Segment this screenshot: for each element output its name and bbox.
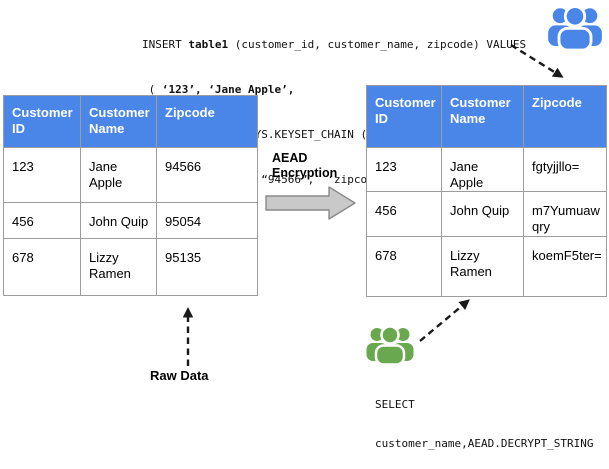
table-row: 456 John Quip 95054	[3, 202, 258, 239]
table-cell: 123	[366, 147, 442, 192]
table-cell: Lizzy Ramen	[80, 238, 157, 296]
table-row: 456 John Quip m7Yumuaw qry	[366, 191, 607, 237]
table-header-row: Customer ID Customer Name Zipcode	[366, 85, 607, 148]
code-line: customer_name,AEAD.DECRYPT_STRING	[375, 437, 594, 450]
table-cell: m7Yumuaw qry	[523, 191, 607, 237]
code-segment: INSERT	[142, 38, 189, 51]
table-cell: Lizzy Ramen	[441, 236, 524, 297]
table-row: 678 Lizzy Ramen 95135	[3, 238, 258, 296]
encrypted-data-table: Customer ID Customer Name Zipcode 123 Ja…	[366, 85, 607, 297]
table-cell: Jane Apple	[441, 147, 524, 192]
aead-encryption-label-line2: Encryption	[272, 166, 338, 180]
table-header-row: Customer ID Customer Name Zipcode	[3, 95, 258, 148]
table-cell: 123	[3, 147, 81, 203]
table-cell: John Quip	[80, 202, 157, 239]
table-cell: 94566	[156, 147, 258, 203]
table-cell: 678	[366, 236, 442, 297]
column-header-customer-name: Customer Name	[441, 85, 524, 148]
select-query-code: SELECT customer_name,AEAD.DECRYPT_STRING…	[375, 372, 594, 469]
table-cell: Jane Apple	[80, 147, 157, 203]
code-segment: ‘123’, ‘Jane Apple’,	[161, 83, 295, 96]
code-line: INSERT table1 (customer_id, customer_nam…	[142, 37, 526, 52]
code-segment: (customer_id, customer_name, zipcode) VA…	[228, 38, 527, 51]
code-segment: table1	[188, 38, 229, 51]
column-header-zipcode: Zipcode	[156, 95, 258, 148]
raw-data-label: Raw Data	[150, 368, 209, 383]
table-cell: koemF5ter=	[523, 236, 607, 297]
code-line: SELECT	[375, 398, 415, 411]
table-cell: 456	[3, 202, 81, 239]
aead-encryption-label: AEAD Encryption	[272, 151, 337, 181]
table-cell: 95054	[156, 202, 258, 239]
table-cell: John Quip	[441, 191, 524, 237]
users-group-icon	[366, 325, 414, 366]
column-header-customer-id: Customer ID	[366, 85, 442, 148]
table-row: 123 Jane Apple fgtyjjllo=	[366, 147, 607, 192]
column-header-customer-id: Customer ID	[3, 95, 81, 148]
code-segment: (	[142, 83, 162, 96]
table-cell: fgtyjjllo=	[523, 147, 607, 192]
users-group-icon-green	[366, 320, 414, 367]
column-header-zipcode: Zipcode	[523, 85, 607, 148]
table-cell: 456	[366, 191, 442, 237]
users-group-icon	[548, 5, 602, 50]
select-dashed-arrow	[419, 299, 470, 342]
table-row: 678 Lizzy Ramen koemF5ter=	[366, 236, 607, 297]
table-cell: 678	[3, 238, 81, 296]
code-line: ( ‘123’, ‘Jane Apple’,	[142, 82, 526, 97]
table-cell: 95135	[156, 238, 258, 296]
column-header-customer-name: Customer Name	[80, 95, 157, 148]
users-group-icon-blue	[544, 2, 606, 50]
table-row: 123 Jane Apple 94566	[3, 147, 258, 203]
aead-encryption-label-line1: AEAD	[272, 151, 308, 165]
raw-data-table: Customer ID Customer Name Zipcode 123 Ja…	[3, 95, 258, 296]
